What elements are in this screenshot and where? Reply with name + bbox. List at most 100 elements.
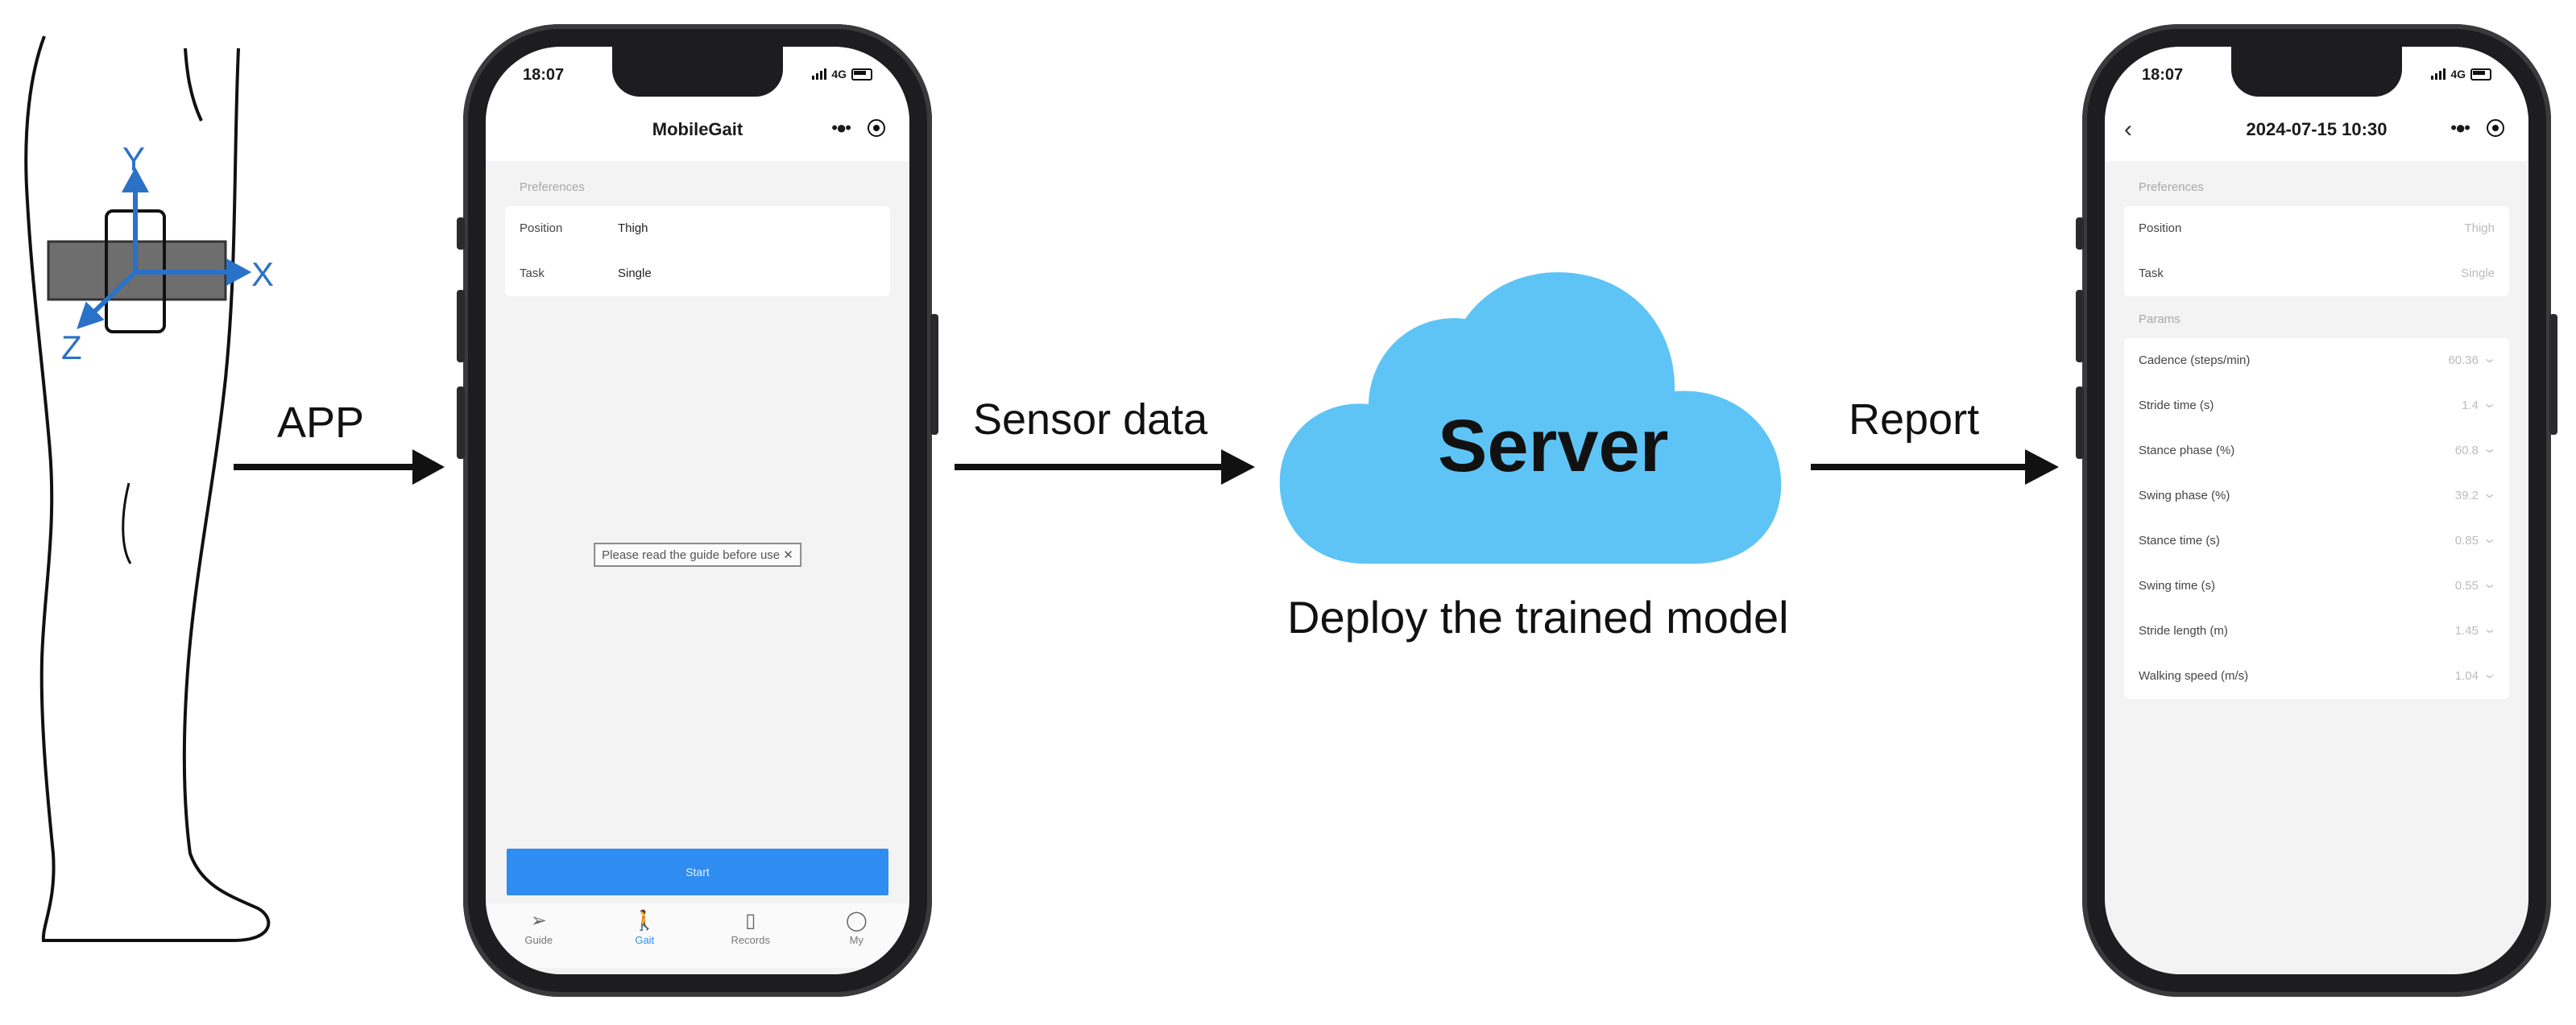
pref-row-task[interactable]: Task Single bbox=[505, 251, 890, 296]
param-key: Stance phase (%) bbox=[2139, 444, 2235, 457]
phone-power-button bbox=[2549, 314, 2557, 435]
axis-y-label: Y bbox=[122, 140, 145, 178]
param-value: 0.55 bbox=[2454, 579, 2479, 593]
records-icon: ▯ bbox=[745, 910, 756, 932]
param-key: Stride length (m) bbox=[2139, 624, 2228, 638]
chevron-down-icon: ⌄ bbox=[2481, 577, 2497, 591]
network-type: 4G bbox=[2450, 68, 2466, 81]
server-title: Server bbox=[1438, 405, 1669, 487]
phone-mobilegait-home: 18:07 4G MobileGait •●• Preferences Posi… bbox=[457, 24, 938, 997]
tab-guide[interactable]: ➢ Guide bbox=[486, 903, 592, 968]
param-row-cadence[interactable]: Cadence (steps/min) 60.36⌄ bbox=[2124, 338, 2509, 383]
tab-records[interactable]: ▯ Records bbox=[698, 903, 804, 968]
back-chevron-icon[interactable]: ‹ bbox=[2124, 116, 2132, 143]
tab-gait[interactable]: 🚶 Gait bbox=[592, 903, 698, 968]
pref-key: Task bbox=[520, 267, 545, 280]
close-target-icon[interactable] bbox=[868, 119, 885, 137]
guide-notice[interactable]: Please read the guide before use ✕ bbox=[594, 543, 801, 567]
param-value: 1.45 bbox=[2454, 624, 2479, 638]
leg-outline-front bbox=[24, 35, 271, 942]
signal-icon bbox=[812, 68, 827, 80]
tab-my[interactable]: ◯ My bbox=[804, 903, 910, 968]
pref-value: Thigh bbox=[2464, 221, 2495, 235]
param-row-stride-length[interactable]: Stride length (m) 1.45⌄ bbox=[2124, 609, 2509, 654]
tab-label: Gait bbox=[635, 934, 655, 946]
param-row-stance-phase[interactable]: Stance phase (%) 60.8⌄ bbox=[2124, 428, 2509, 473]
axis-y-arrowhead bbox=[121, 167, 150, 192]
param-value: 39.2 bbox=[2454, 489, 2479, 502]
page-title: 2024-07-15 10:30 bbox=[2246, 119, 2388, 139]
param-row-swing-time[interactable]: Swing time (s)0.55⌄ bbox=[2124, 564, 2509, 609]
server-cloud bbox=[1279, 272, 1782, 564]
pref-row-position: Position Thigh bbox=[2124, 206, 2509, 251]
more-icon[interactable]: •●• bbox=[2450, 118, 2470, 138]
preferences-group: Position Thigh Task Single bbox=[505, 206, 890, 296]
pref-value: Thigh bbox=[618, 221, 648, 235]
pref-key: Position bbox=[520, 221, 563, 235]
param-row-stance-time[interactable]: Stance time (s) 0.85⌄ bbox=[2124, 519, 2509, 564]
phone-notch bbox=[2231, 47, 2402, 97]
phone-power-button bbox=[930, 314, 938, 435]
param-value: 60.36 bbox=[2448, 353, 2479, 367]
phone-volume-down bbox=[2076, 386, 2084, 459]
param-key: Stride time (s) bbox=[2139, 399, 2214, 412]
status-time: 18:07 bbox=[523, 66, 565, 84]
chevron-down-icon: ⌄ bbox=[2481, 532, 2497, 546]
mini-program-capsule[interactable]: •●• bbox=[831, 118, 885, 138]
param-value: 1.04 bbox=[2454, 669, 2479, 683]
close-target-icon[interactable] bbox=[2487, 119, 2504, 137]
chevron-down-icon: ⌄ bbox=[2481, 442, 2497, 456]
preferences-header: Preferences bbox=[520, 180, 585, 194]
tab-label: My bbox=[849, 934, 863, 946]
arrow-sensor-head bbox=[1221, 449, 1255, 485]
param-key: Walking speed (m/s) bbox=[2139, 669, 2249, 683]
phone-volume-up bbox=[457, 290, 465, 362]
pref-row-position[interactable]: Position Thigh bbox=[505, 206, 890, 251]
axis-z-label: Z bbox=[61, 329, 82, 366]
param-key: Cadence (steps/min) bbox=[2139, 353, 2251, 367]
leg-knee-line bbox=[122, 482, 132, 564]
param-value: 0.85 bbox=[2454, 534, 2479, 548]
network-type: 4G bbox=[831, 68, 847, 81]
leg-sensor-illustration: Y X Z bbox=[24, 35, 274, 942]
tab-bar: ➢ Guide 🚶 Gait ▯ Records ◯ My bbox=[486, 903, 909, 968]
chevron-down-icon: ⌄ bbox=[2481, 352, 2497, 366]
axis-z-line bbox=[88, 270, 138, 318]
axis-x-label: X bbox=[251, 255, 274, 293]
tab-label: Guide bbox=[524, 934, 553, 946]
signal-icon bbox=[2431, 68, 2446, 80]
param-value: 60.8 bbox=[2454, 444, 2479, 457]
param-key: Stance time (s) bbox=[2139, 534, 2220, 548]
tab-label: Records bbox=[731, 934, 770, 946]
param-row-swing-phase[interactable]: Swing phase (%)39.2⌄ bbox=[2124, 473, 2509, 519]
chevron-down-icon: ⌄ bbox=[2481, 622, 2497, 636]
phone-side-button bbox=[457, 217, 465, 250]
param-row-walking-speed[interactable]: Walking speed (m/s)1.04⌄ bbox=[2124, 654, 2509, 699]
pref-value: Single bbox=[618, 267, 652, 280]
navigation-icon: ➢ bbox=[530, 910, 547, 932]
cloud-shape bbox=[1279, 272, 1782, 564]
leg-inner-line bbox=[184, 48, 203, 122]
param-value: 1.4 bbox=[2462, 399, 2479, 412]
params-group: Cadence (steps/min)60.36⌄ Stride time (s… bbox=[2124, 338, 2509, 699]
axis-x-arrowhead bbox=[226, 258, 252, 287]
nav-bar: MobileGait •●• bbox=[486, 103, 909, 161]
pref-key: Task bbox=[2139, 267, 2164, 280]
params-header: Params bbox=[2139, 312, 2180, 326]
pref-key: Position bbox=[2139, 221, 2182, 235]
arrow-label-report: Report bbox=[1849, 395, 1980, 444]
arrow-report-head bbox=[2025, 449, 2059, 485]
walk-icon: 🚶 bbox=[632, 910, 657, 932]
chevron-down-icon: ⌄ bbox=[2481, 397, 2497, 411]
nav-bar: ‹ 2024-07-15 10:30 •●• bbox=[2105, 103, 2528, 161]
page-title: MobileGait bbox=[652, 119, 743, 139]
more-icon[interactable]: •●• bbox=[831, 118, 851, 138]
param-row-stride-time[interactable]: Stride time (s) 1.4⌄ bbox=[2124, 383, 2509, 428]
arrow-label-app: APP bbox=[277, 399, 365, 447]
battery-icon bbox=[851, 68, 872, 81]
param-key: Swing phase (%) bbox=[2139, 489, 2230, 502]
status-indicators: 4G bbox=[2431, 68, 2491, 81]
mini-program-capsule[interactable]: •●• bbox=[2450, 118, 2504, 138]
start-button[interactable]: Start bbox=[507, 849, 888, 895]
arrow-app-head bbox=[412, 449, 445, 485]
